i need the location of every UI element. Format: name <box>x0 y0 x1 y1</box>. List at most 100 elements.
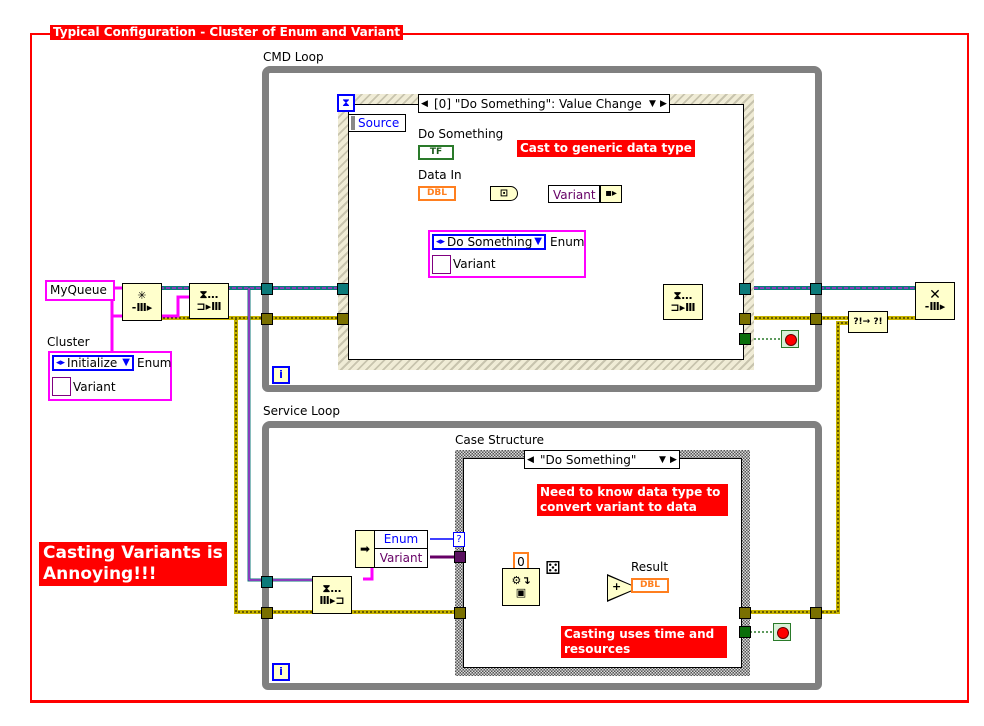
bundle-icon: ▪▸ <box>605 188 617 199</box>
enum-increment-icon[interactable]: ◂▸ <box>56 358 66 368</box>
service-stop-button-icon[interactable] <box>773 623 791 641</box>
service-loop-tunnel-queue-in <box>261 576 273 588</box>
case-tunnel-error-out <box>739 607 751 619</box>
selector-next-icon[interactable]: ▶ <box>670 454 677 465</box>
cmd-enum-label: Enum <box>550 235 585 249</box>
queue-icon: -Ⅲ▸ <box>924 300 946 313</box>
headline-annotation: Casting Variants is Annoying!!! <box>39 542 227 586</box>
selector-dropdown-icon[interactable]: ▼ <box>659 454 666 465</box>
unbundle-field-variant: Variant <box>379 551 423 565</box>
cluster-label: Cluster <box>47 335 90 349</box>
cmd-enqueue-node[interactable]: ⧗…⊐▸Ⅲ <box>663 284 703 320</box>
data-icon: ▣ <box>515 586 527 599</box>
cmd-variant-label: Variant <box>453 257 496 271</box>
plus-icon: + <box>612 580 622 593</box>
event-data-node-handle <box>351 116 355 130</box>
cmd-loop-tunnel-queue-out <box>810 283 822 295</box>
annotation-cast: Cast to generic data type <box>517 140 695 157</box>
service-loop-iteration-terminal: i <box>272 663 290 681</box>
outer-frame <box>30 33 969 703</box>
cmd-loop-tunnel-queue-in <box>261 283 273 295</box>
unbundle-by-name-node[interactable]: ➡ Enum Variant <box>355 530 428 568</box>
case-tunnel-error-in <box>454 607 466 619</box>
event-selector-label: [0] "Do Something": Value Change <box>434 96 642 111</box>
selector-dropdown-icon[interactable]: ▼ <box>649 98 656 109</box>
cmd-loop-label: CMD Loop <box>263 50 324 64</box>
enum-increment-icon[interactable]: ◂▸ <box>436 237 446 247</box>
queue-icon: -Ⅲ▸ <box>131 301 153 314</box>
init-variant-label: Variant <box>73 380 116 394</box>
cmd-loop-iteration-terminal: i <box>272 366 290 384</box>
release-queue-node[interactable]: ✕-Ⅲ▸ <box>915 282 955 320</box>
obtain-queue-node[interactable]: ✳-Ⅲ▸ <box>122 283 162 321</box>
to-variant-node[interactable]: ⊡ <box>490 186 518 201</box>
event-timeout-hourglass-icon: ⧗ <box>337 94 355 112</box>
do-something-terminal[interactable]: TF <box>418 145 454 160</box>
cmd-stop-button-icon[interactable] <box>781 330 799 348</box>
variant-to-data-node[interactable]: ⚙↴▣ <box>502 568 540 606</box>
merge-errors-icon: ?!→ ?! <box>853 317 883 327</box>
init-enum-constant[interactable]: ◂▸ Initialize ▼ <box>52 355 134 371</box>
annotation-need-type: Need to know data type to convert varian… <box>537 484 728 516</box>
cmd-loop-tunnel-error-in <box>261 313 273 325</box>
cmd-loop-tunnel-error-out <box>810 313 822 325</box>
enum-dropdown-icon[interactable]: ▼ <box>534 236 542 247</box>
cmd-stop-terminal <box>739 333 751 345</box>
event-data-node: Source <box>348 114 406 132</box>
service-loop-tunnel-error-in <box>261 607 273 619</box>
data-in-label: Data In <box>418 168 462 182</box>
dequeue-icon: Ⅲ▸⊐ <box>319 594 345 607</box>
hourglass-icon: ⧗… <box>673 289 693 302</box>
enqueue-icon: ⊐▸Ⅲ <box>670 301 696 314</box>
init-enum-label: Enum <box>137 356 172 370</box>
hourglass-icon: ⧗… <box>322 582 342 595</box>
event-data-source: Source <box>358 116 400 130</box>
random-number-dice-icon[interactable]: ⚄ <box>545 558 561 579</box>
to-variant-icon: ⊡ <box>499 187 509 199</box>
bundle-by-name-node[interactable]: ▪▸ <box>600 185 622 203</box>
hourglass-icon: ⧗… <box>199 288 219 301</box>
cmd-variant-constant[interactable] <box>432 255 451 274</box>
service-loop <box>262 421 822 690</box>
case-structure-label: Case Structure <box>455 433 545 447</box>
event-tunnel-error-in <box>337 313 349 325</box>
close-icon: ✕ <box>929 287 941 303</box>
case-tunnel-variant <box>454 551 466 563</box>
case-selector[interactable]: ◀ "Do Something" ▼ ▶ <box>524 450 680 469</box>
event-tunnel-queue-in <box>337 283 349 295</box>
service-stop-terminal <box>739 626 751 638</box>
gear-icon: ⚙↴ <box>511 574 531 587</box>
unbundle-field-enum: Enum <box>375 531 427 549</box>
enqueue-element-node[interactable]: ⧗…⊐▸Ⅲ <box>189 283 229 319</box>
selector-prev-icon[interactable]: ◀ <box>421 98 428 109</box>
case-selector-label: "Do Something" <box>540 452 637 467</box>
new-icon: ✳ <box>137 289 147 302</box>
do-something-label: Do Something <box>418 127 504 141</box>
unbundle-arrow-icon: ➡ <box>356 531 375 567</box>
data-in-terminal[interactable]: DBL <box>418 186 456 201</box>
dequeue-element-node[interactable]: ⧗…Ⅲ▸⊐ <box>312 576 352 614</box>
variant-bundle-by-name-field: Variant <box>548 185 600 203</box>
init-enum-value: Initialize <box>67 356 118 370</box>
init-cluster-constant[interactable]: ◂▸ Initialize ▼ Enum Variant <box>48 351 172 401</box>
service-loop-label: Service Loop <box>263 404 340 418</box>
cmd-cluster-constant[interactable]: ◂▸ Do Something ▼ Enum Variant <box>428 230 586 278</box>
unbundle-fields: Enum Variant <box>375 531 427 567</box>
event-selector[interactable]: ◀ [0] "Do Something": Value Change ▼ ▶ <box>418 94 670 113</box>
cmd-loop <box>262 66 822 392</box>
selector-prev-icon[interactable]: ◀ <box>527 454 534 465</box>
service-loop-tunnel-error-out <box>810 607 822 619</box>
enqueue-icon: ⊐▸Ⅲ <box>196 300 222 313</box>
init-variant-constant[interactable] <box>52 377 71 396</box>
selector-next-icon[interactable]: ▶ <box>660 98 667 109</box>
enum-dropdown-icon[interactable]: ▼ <box>122 357 130 368</box>
event-tunnel-queue-out <box>739 283 751 295</box>
cmd-enum-constant[interactable]: ◂▸ Do Something ▼ <box>432 234 546 250</box>
result-indicator[interactable]: DBL <box>631 578 669 593</box>
event-tunnel-error-out <box>739 313 751 325</box>
frame-title: Typical Configuration - Cluster of Enum … <box>50 25 404 40</box>
merge-errors-node[interactable]: ?!→ ?! <box>848 311 888 333</box>
case-selector-terminal: ? <box>453 532 465 547</box>
queue-name-constant[interactable]: MyQueue <box>45 280 115 301</box>
result-label: Result <box>631 560 669 574</box>
